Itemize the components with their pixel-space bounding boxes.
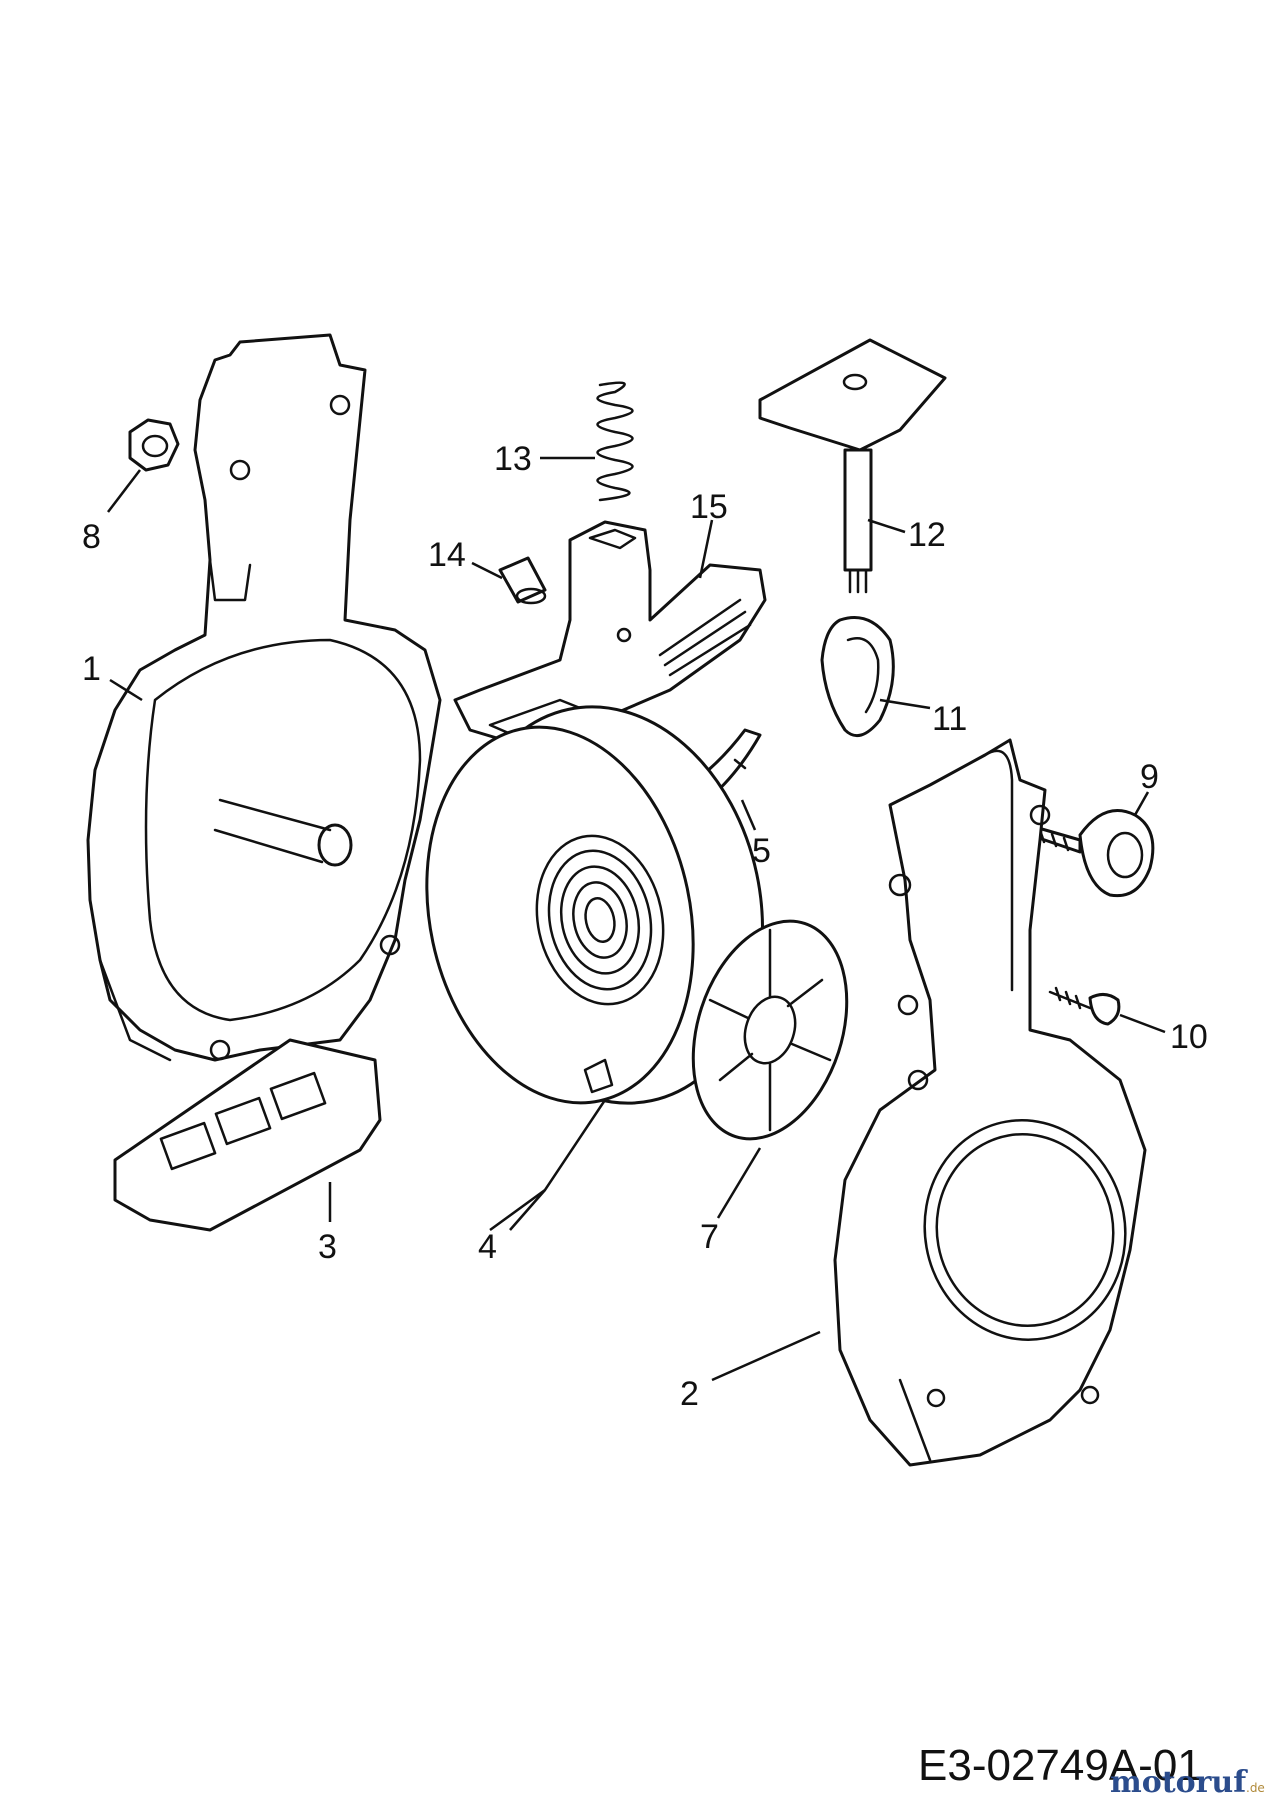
callout-5: 5 — [752, 832, 771, 870]
leader-5 — [740, 799, 757, 831]
callout-8: 8 — [82, 518, 101, 556]
reference-code: E3-02749A-01 — [918, 1741, 1202, 1790]
callout-3: 3 — [318, 1228, 337, 1266]
part-11-carabiner — [820, 616, 895, 738]
leader-8 — [107, 469, 141, 513]
leader-14 — [471, 561, 503, 580]
callout-1: 1 — [82, 650, 101, 688]
callout-13: 13 — [494, 440, 532, 478]
leader-15 — [698, 519, 714, 579]
callout-12: 12 — [908, 516, 946, 554]
leader-4 — [489, 1099, 607, 1232]
leader-11 — [879, 698, 931, 710]
part-15-ratchet-lever — [453, 520, 767, 747]
part-14-pin — [498, 556, 547, 605]
part-8-hex-nut — [128, 418, 180, 472]
part-2-housing-right — [833, 738, 1147, 1467]
callout-15: 15 — [690, 488, 728, 526]
leader-9 — [1133, 791, 1150, 816]
callout-10: 10 — [1170, 1018, 1208, 1056]
leader-1 — [109, 678, 143, 702]
watermark-text: motoruf — [1110, 1765, 1248, 1800]
leader-2 — [711, 1330, 821, 1382]
callout-2: 2 — [680, 1375, 699, 1413]
leader-7 — [716, 1147, 762, 1219]
leader-12 — [867, 518, 906, 534]
part-12-t-handle — [758, 338, 947, 594]
callout-14: 14 — [428, 536, 466, 574]
watermark-logo: motoruf .de — [1110, 1765, 1265, 1800]
part-1-housing-left — [86, 333, 442, 1062]
callout-7: 7 — [700, 1218, 719, 1256]
part-13-spring — [596, 381, 634, 502]
callout-9: 9 — [1140, 758, 1159, 796]
callout-labels: 1 2 3 4 5 7 8 9 10 11 12 13 14 15 — [82, 440, 1208, 1413]
part-4-recoil-reel — [425, 705, 765, 1105]
watermark-suffix: .de — [1246, 1781, 1265, 1795]
part-7-ratchet-disc — [691, 919, 849, 1141]
part-9-thumb-screw — [1026, 809, 1155, 898]
callout-11: 11 — [932, 700, 967, 738]
leader-lines — [107, 456, 1166, 1382]
part-3-grip-pad — [113, 1038, 382, 1232]
callout-4: 4 — [478, 1228, 497, 1266]
leader-4b — [509, 1189, 546, 1231]
leader-10 — [1119, 1013, 1166, 1034]
part-10-screw — [1048, 986, 1121, 1026]
